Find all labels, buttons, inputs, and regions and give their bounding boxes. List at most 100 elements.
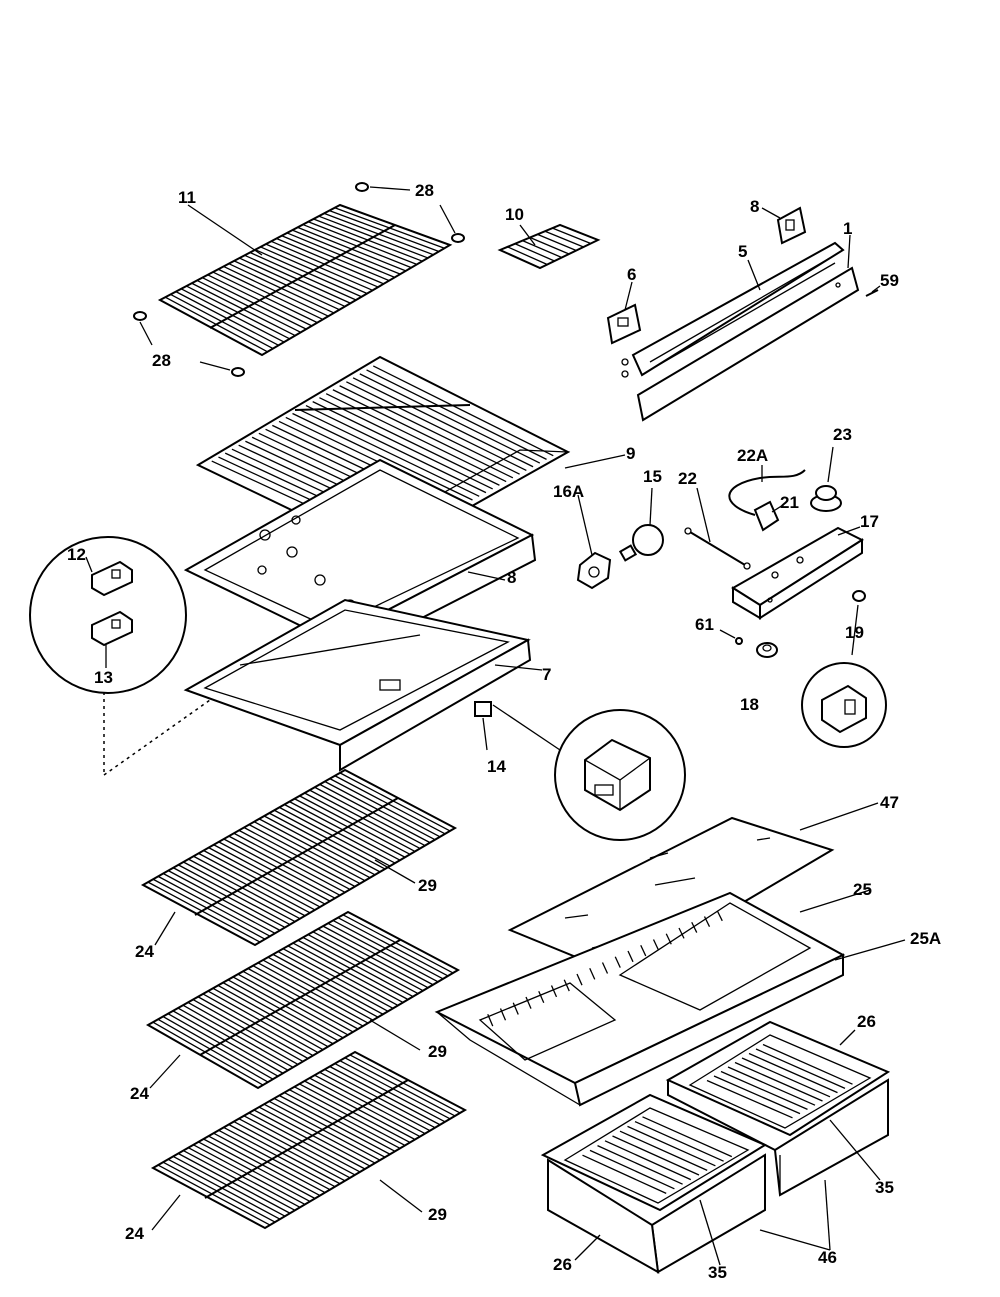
hatch-line xyxy=(727,1066,816,1106)
hatch-line xyxy=(192,999,304,1063)
hatch-line xyxy=(529,236,570,255)
hatch-line xyxy=(720,1070,808,1110)
shelf-support-12 xyxy=(91,560,133,597)
hatch-line xyxy=(734,1061,823,1102)
hatch-line xyxy=(157,875,271,937)
hatch-line xyxy=(248,824,361,885)
callout-23: 23 xyxy=(833,425,852,444)
hatch-line xyxy=(537,233,577,252)
callout-47: 47 xyxy=(880,793,899,812)
hatch-line xyxy=(339,385,520,475)
callout-13: 13 xyxy=(94,668,113,687)
hatch-line xyxy=(589,1149,675,1190)
hatch-line xyxy=(278,1094,391,1155)
callout-15: 15 xyxy=(643,467,662,486)
hatch-line xyxy=(312,401,493,490)
hatch-line xyxy=(273,809,386,870)
hatch-line xyxy=(243,1115,356,1176)
hatch-line xyxy=(299,795,411,855)
control-bracket-6 xyxy=(606,303,642,345)
hatch-line xyxy=(157,1018,269,1083)
freezer-shelf-grille xyxy=(195,355,571,557)
wire-22a xyxy=(728,469,806,516)
hatch-line xyxy=(157,1164,271,1226)
hatch-line xyxy=(324,780,436,841)
hatch-line xyxy=(213,844,326,905)
hatch-line xyxy=(228,835,341,896)
callout-24-middle: 24 xyxy=(130,1084,149,1103)
hatch-line xyxy=(525,996,532,1009)
hatch-line xyxy=(322,925,434,986)
control-knob-8 xyxy=(776,206,807,245)
hatch-line xyxy=(514,243,555,262)
callout-21: 21 xyxy=(780,493,799,512)
hatch-line xyxy=(253,821,366,882)
hatch-line xyxy=(339,1060,451,1120)
crisper-drawer-left xyxy=(540,1093,768,1274)
hatch-line xyxy=(218,841,331,902)
hatch-line xyxy=(334,1063,446,1123)
hatch-line xyxy=(147,881,261,943)
hatch-line xyxy=(332,919,444,980)
hatch-line xyxy=(665,933,672,945)
hatch-line xyxy=(152,1021,264,1086)
hatch-line xyxy=(305,404,487,494)
hatch-line xyxy=(604,1140,692,1181)
hatch-line xyxy=(222,982,334,1045)
hatch-line xyxy=(713,1075,801,1115)
hatch-line xyxy=(263,815,376,876)
hatch-line xyxy=(612,1135,700,1176)
callout-46: 46 xyxy=(818,1248,837,1267)
hatch-line xyxy=(512,1002,519,1015)
switch-21 xyxy=(753,500,780,532)
hatch-line xyxy=(309,1077,421,1138)
hatch-line xyxy=(342,914,454,974)
callout-14: 14 xyxy=(487,757,506,776)
hatch-line xyxy=(642,1116,733,1158)
hatch-line xyxy=(289,1089,401,1149)
hatch-line xyxy=(177,1007,289,1071)
hatch-line xyxy=(284,803,396,864)
leader-lines xyxy=(85,204,906,1266)
callout-25: 25 xyxy=(853,880,872,899)
hatch-line xyxy=(283,1092,396,1152)
light-bulb-15 xyxy=(618,487,664,562)
callout-22a: 22A xyxy=(737,446,768,465)
hatch-line xyxy=(263,1103,376,1164)
hatch-line xyxy=(544,230,584,248)
hatch-line xyxy=(172,1155,286,1217)
hatch-line xyxy=(182,1150,296,1211)
hatch-line xyxy=(178,864,291,926)
hatch-line xyxy=(550,985,558,998)
wire-harness-22 xyxy=(684,527,751,570)
hatch-line xyxy=(172,1010,284,1074)
callout-22: 22 xyxy=(678,469,697,488)
hatch-line xyxy=(349,1054,461,1114)
hatch-line xyxy=(319,783,431,844)
callout-29-middle: 29 xyxy=(428,1042,447,1061)
hatch-line xyxy=(267,956,379,1018)
hatch-line xyxy=(208,847,321,908)
callout-35-right: 35 xyxy=(875,1178,894,1197)
hatch-line xyxy=(748,1052,838,1094)
callout-24-lower: 24 xyxy=(125,1224,144,1243)
hatch-line xyxy=(678,927,685,939)
hatch-line xyxy=(487,1013,494,1027)
hatch-line xyxy=(538,990,545,1004)
hatch-line xyxy=(268,812,381,873)
callout-18: 18 xyxy=(740,695,759,714)
callout-6: 6 xyxy=(627,265,636,284)
callout-29-lower: 29 xyxy=(428,1205,447,1224)
hatch-line xyxy=(218,1129,331,1191)
hatch-line xyxy=(162,1161,276,1223)
hatch-line xyxy=(232,976,344,1039)
hatch-line xyxy=(314,786,426,847)
hatch-line xyxy=(627,1125,716,1167)
hatch-line xyxy=(202,993,314,1057)
hatch-line xyxy=(329,778,441,838)
top-wire-shelf xyxy=(157,203,453,357)
hatch-line xyxy=(182,1004,294,1068)
hatch-line xyxy=(198,852,311,914)
hatch-line xyxy=(162,1015,274,1080)
hatch-line xyxy=(279,806,391,867)
